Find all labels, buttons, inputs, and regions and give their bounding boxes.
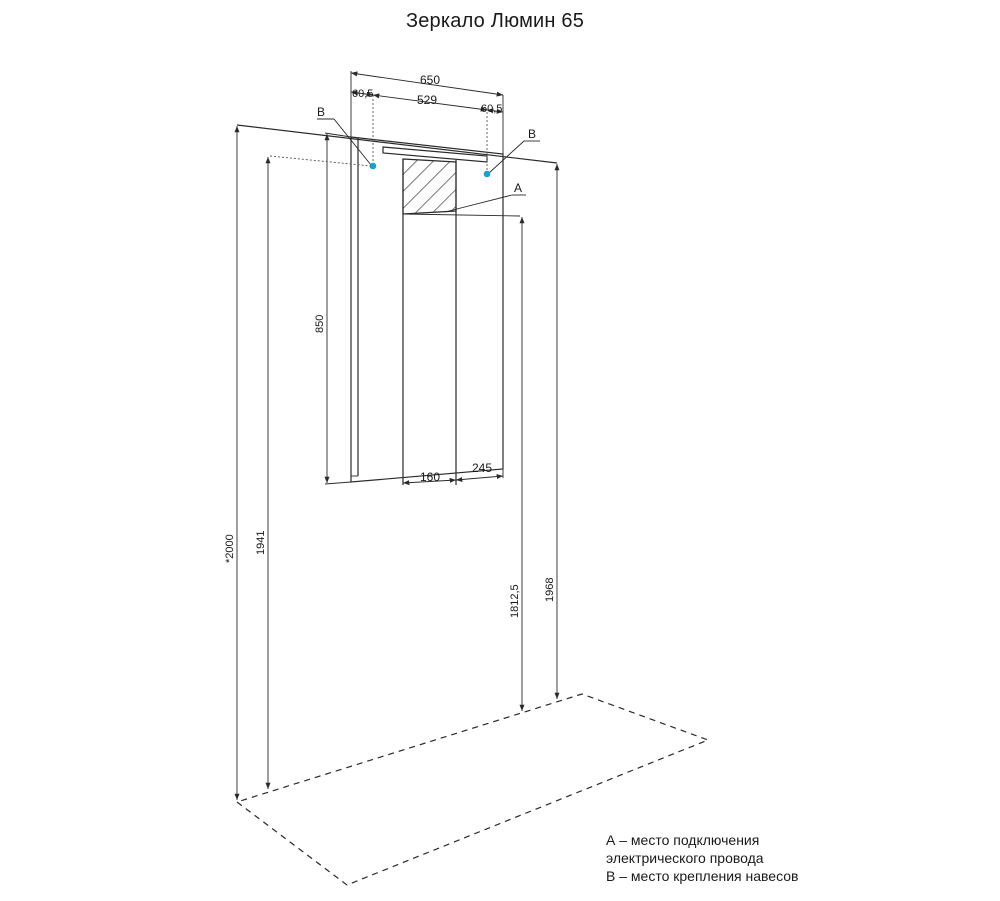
dim-cabinet-offset: 245 (472, 461, 492, 475)
top-light-bar (382, 146, 488, 163)
page-title: Зеркало Люмин 65 (405, 10, 585, 32)
dim-total-width: 650 (420, 73, 440, 87)
legend-line-a-cont: электрического провода (606, 850, 764, 866)
connection-zone (402, 158, 457, 215)
legend-line-a: А – место подключения (606, 832, 760, 848)
wall-top-edge (236, 124, 558, 164)
legend: А – место подключения электрического про… (606, 831, 798, 885)
mount-dot-left (369, 162, 377, 170)
legend-line-b: В – место крепления навесов (606, 868, 799, 884)
dim-left-mount-height-line (265, 155, 372, 789)
dim-reference-height: *2000 (224, 534, 236, 563)
dim-left-mount-height: 1941 (255, 531, 267, 555)
cabinet-lines (402, 159, 521, 485)
mount-dot-right (483, 170, 491, 178)
dim-mount-distance: 529 (417, 93, 437, 107)
label-mount-right: B (528, 127, 536, 141)
dim-connection-height: 1812,5 (509, 584, 521, 618)
mount-point-right (483, 140, 540, 178)
bottom-dimension-lines (402, 469, 504, 486)
dim-height-line (324, 132, 352, 485)
top-dimension-lines (350, 71, 504, 173)
mount-point-left (317, 118, 377, 170)
dim-side-offset-left: 60,5 (352, 88, 373, 100)
dim-cabinet-width: 160 (420, 470, 440, 484)
dim-side-offset-right: 60,5 (481, 103, 502, 115)
label-mount-left: B (317, 105, 325, 119)
dim-top-height: 1968 (544, 578, 556, 602)
dim-height: 850 (314, 315, 326, 333)
label-connection: A (514, 181, 522, 195)
connection-leader (444, 194, 526, 213)
floor-outline (235, 693, 710, 886)
